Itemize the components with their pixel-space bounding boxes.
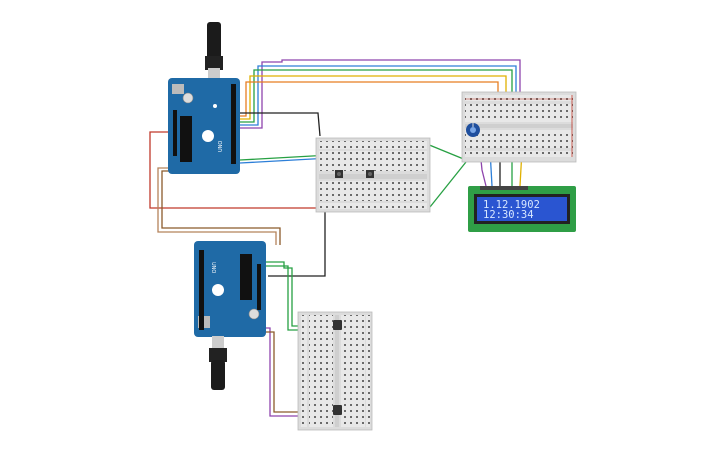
wire-blue-top[interactable] <box>240 65 517 126</box>
wire-yellow-top[interactable] <box>240 75 507 120</box>
usb-plug-bottom <box>212 336 224 350</box>
board-label-bottom: UNO <box>210 262 216 273</box>
breadboard-bottom[interactable] <box>297 311 373 431</box>
wire-purple-top[interactable] <box>240 59 521 129</box>
sensor-bottom[interactable] <box>333 405 342 415</box>
wire-green-diag-2[interactable] <box>429 161 467 208</box>
wire-green-top[interactable] <box>240 69 513 123</box>
wire-red-loop[interactable] <box>149 131 318 209</box>
wire-tan-2[interactable] <box>161 170 281 245</box>
breadboard-lcd[interactable] <box>461 91 577 163</box>
wire-black-bottom[interactable] <box>268 210 326 277</box>
chip-bottom <box>240 254 252 300</box>
usb-cable-top <box>207 22 221 60</box>
wire-orange-top[interactable] <box>240 81 499 117</box>
lcd-module[interactable]: 1.12.1902 12:30:34 <box>468 186 576 232</box>
chip-top <box>180 116 192 162</box>
potentiometer[interactable] <box>466 123 480 137</box>
usb-cable-bottom <box>211 360 225 390</box>
lcd-screen <box>477 197 567 221</box>
arduino-uno-bottom[interactable]: UNO <box>194 241 266 390</box>
wire-black-top[interactable] <box>240 112 321 137</box>
board-label-top: UNO <box>218 141 224 152</box>
lcd-line-2: 12:30:34 <box>483 209 534 221</box>
arduino-uno-top[interactable]: UNO <box>168 22 240 174</box>
lcd-line-1: 1.12.1902 <box>483 199 540 211</box>
wire-tan-1[interactable] <box>157 167 277 245</box>
pushbutton-2[interactable] <box>366 170 374 178</box>
pushbutton-1[interactable] <box>335 170 343 178</box>
sensor-top[interactable] <box>333 320 342 330</box>
breadboard-middle[interactable] <box>315 137 431 213</box>
